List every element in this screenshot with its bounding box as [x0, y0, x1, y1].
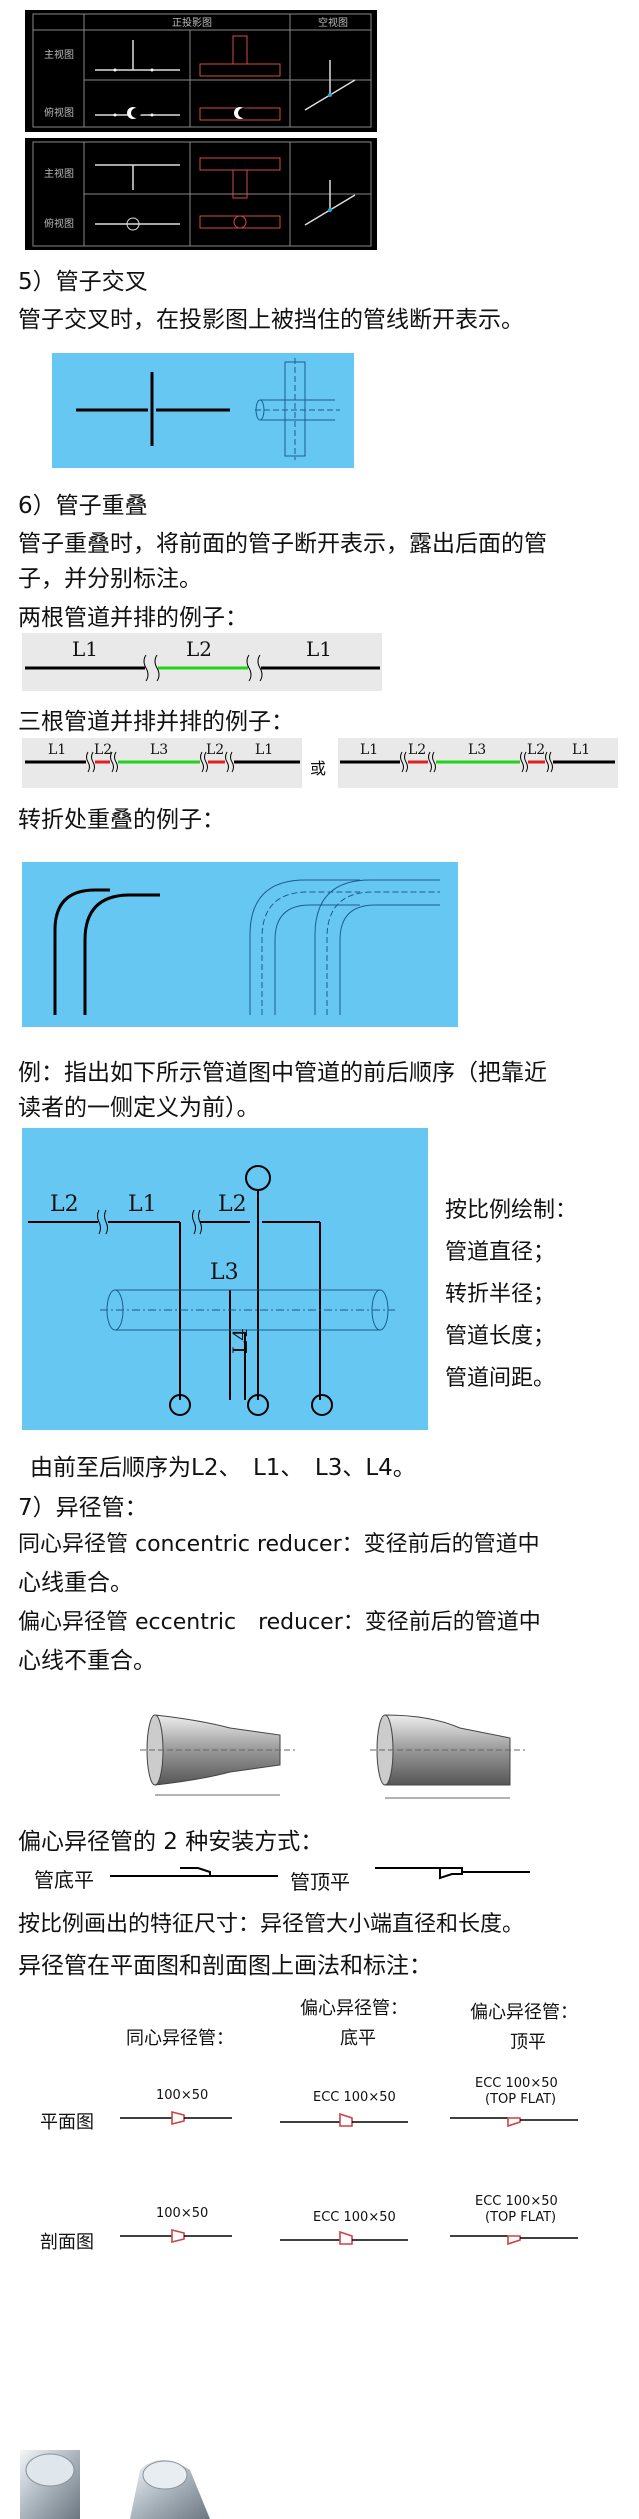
cell-c3r2-a: ECC 100×50 [475, 2194, 558, 2209]
row-front-label: 主视图 [44, 50, 74, 61]
section6-desc-2: 子，并分别标注。 [18, 566, 202, 592]
three-b-label-3: L3 [468, 742, 487, 758]
plan-section-art [120, 2110, 578, 2246]
three-b-label-4: L2 [527, 742, 546, 758]
three-a-label-4: L2 [206, 742, 225, 758]
order-label-l3: L3 [210, 1260, 239, 1285]
cell-c3r1-a: ECC 100×50 [475, 2076, 558, 2091]
cell-c1r1: 100×50 [156, 2088, 209, 2103]
reducer-drawings [140, 1714, 525, 1799]
cell-c3r1-b: (TOP FLAT) [485, 2092, 557, 2107]
three-a-label-2: L2 [94, 742, 113, 758]
three-a-label-5: L1 [255, 742, 274, 758]
row-top-label-2: 俯视图 [44, 219, 74, 230]
two-pipes-title: 两根管道并排的例子： [18, 605, 248, 631]
two-label-1: L1 [72, 637, 99, 661]
three-b-label-2: L2 [408, 742, 427, 758]
table-header-side: 空视图 [318, 18, 348, 29]
three-pipes-title: 三根管道并排并排的例子： [18, 709, 294, 735]
col3-header-a: 偏心异径管： [470, 2002, 578, 2023]
cell-c2r1: ECC 100×50 [313, 2090, 396, 2105]
install-title: 偏心异径管的 2 种安装方式： [18, 1829, 324, 1855]
col2-header-b: 底平 [340, 2028, 376, 2049]
turn-overlap-art [53, 879, 440, 1015]
order-label-l2b: L2 [218, 1192, 247, 1217]
example-line-1: 例：指出如下所示管道图中管道的前后顺序（把靠近 [18, 1060, 547, 1086]
concentric-line-1: 同心异径管 concentric reducer：变径前后的管道中 [18, 1532, 540, 1557]
three-a-label-3: L3 [150, 742, 169, 758]
bottom-flat-label: 管底平 [34, 1868, 94, 1892]
two-pipes-diagram [22, 633, 382, 691]
order-label-l2a: L2 [50, 1192, 79, 1217]
cross-diagram-art [76, 358, 340, 460]
table-header-main: 正投影图 [172, 18, 212, 29]
section6-desc-1: 管子重叠时，将前面的管子断开表示，露出后面的管 [18, 531, 547, 557]
scale-dims: 按比例画出的特征尺寸：异径管大小端直径和长度。 [18, 1912, 525, 1937]
eccentric-line-2: 心线不重合。 [18, 1648, 156, 1674]
scale-note-4: 管道长度； [445, 1324, 556, 1349]
section6-title: 6）管子重叠 [18, 493, 148, 519]
col3-header-b: 顶平 [510, 2032, 546, 2053]
three-b-label-5: L1 [572, 742, 591, 758]
scale-note-3: 转折半径； [445, 1282, 556, 1307]
row-top-label: 俯视图 [44, 108, 74, 119]
row-plan-label: 平面图 [40, 2112, 94, 2133]
install-art [110, 1867, 530, 1880]
cell-c2r2: ECC 100×50 [313, 2210, 396, 2225]
col1-header: 同心异径管： [126, 2028, 234, 2049]
row-section-label: 剖面图 [40, 2232, 94, 2253]
section5-title: 5）管子交叉 [18, 269, 148, 295]
example-line-2: 读者的一侧定义为前）。 [18, 1095, 260, 1121]
order-diagram [22, 1128, 428, 1430]
plan-section-title: 异径管在平面图和剖面图上画法和标注： [18, 1953, 432, 1979]
section7-title: 7）异径管： [18, 1495, 148, 1521]
order-diagram-art [28, 1165, 395, 1416]
scale-note-1: 按比例绘制： [445, 1198, 578, 1223]
turn-overlap-title: 转折处重叠的例子： [18, 807, 225, 833]
order-answer: 由前至后顺序为L2、 L1、 L3、L4。 [30, 1455, 416, 1481]
two-label-2: L2 [186, 637, 213, 661]
three-a-label-1: L1 [48, 742, 67, 758]
scale-note-5: 管道间距。 [445, 1366, 556, 1391]
concentric-line-2: 心线重合。 [18, 1570, 133, 1596]
scale-note-2: 管道直径； [445, 1240, 556, 1265]
order-label-l1: L1 [128, 1192, 157, 1217]
eccentric-line-1: 偏心异径管 eccentric reducer：变径前后的管道中 [18, 1610, 541, 1635]
two-pipes-art [25, 654, 380, 682]
section5-desc: 管子交叉时，在投影图上被挡住的管线断开表示。 [18, 307, 524, 333]
col2-header-a: 偏心异径管： [300, 1998, 408, 2019]
cell-c1r2: 100×50 [156, 2206, 209, 2221]
three-pipes-art [25, 751, 615, 773]
cell-c3r2-b: (TOP FLAT) [485, 2210, 557, 2225]
row-front-label-2: 主视图 [44, 169, 74, 180]
two-label-3: L1 [306, 637, 333, 661]
three-b-label-1: L1 [360, 742, 379, 758]
top-flat-label: 管顶平 [290, 1870, 350, 1894]
projection-table-lines [32, 13, 372, 247]
or-label: 或 [310, 759, 327, 778]
